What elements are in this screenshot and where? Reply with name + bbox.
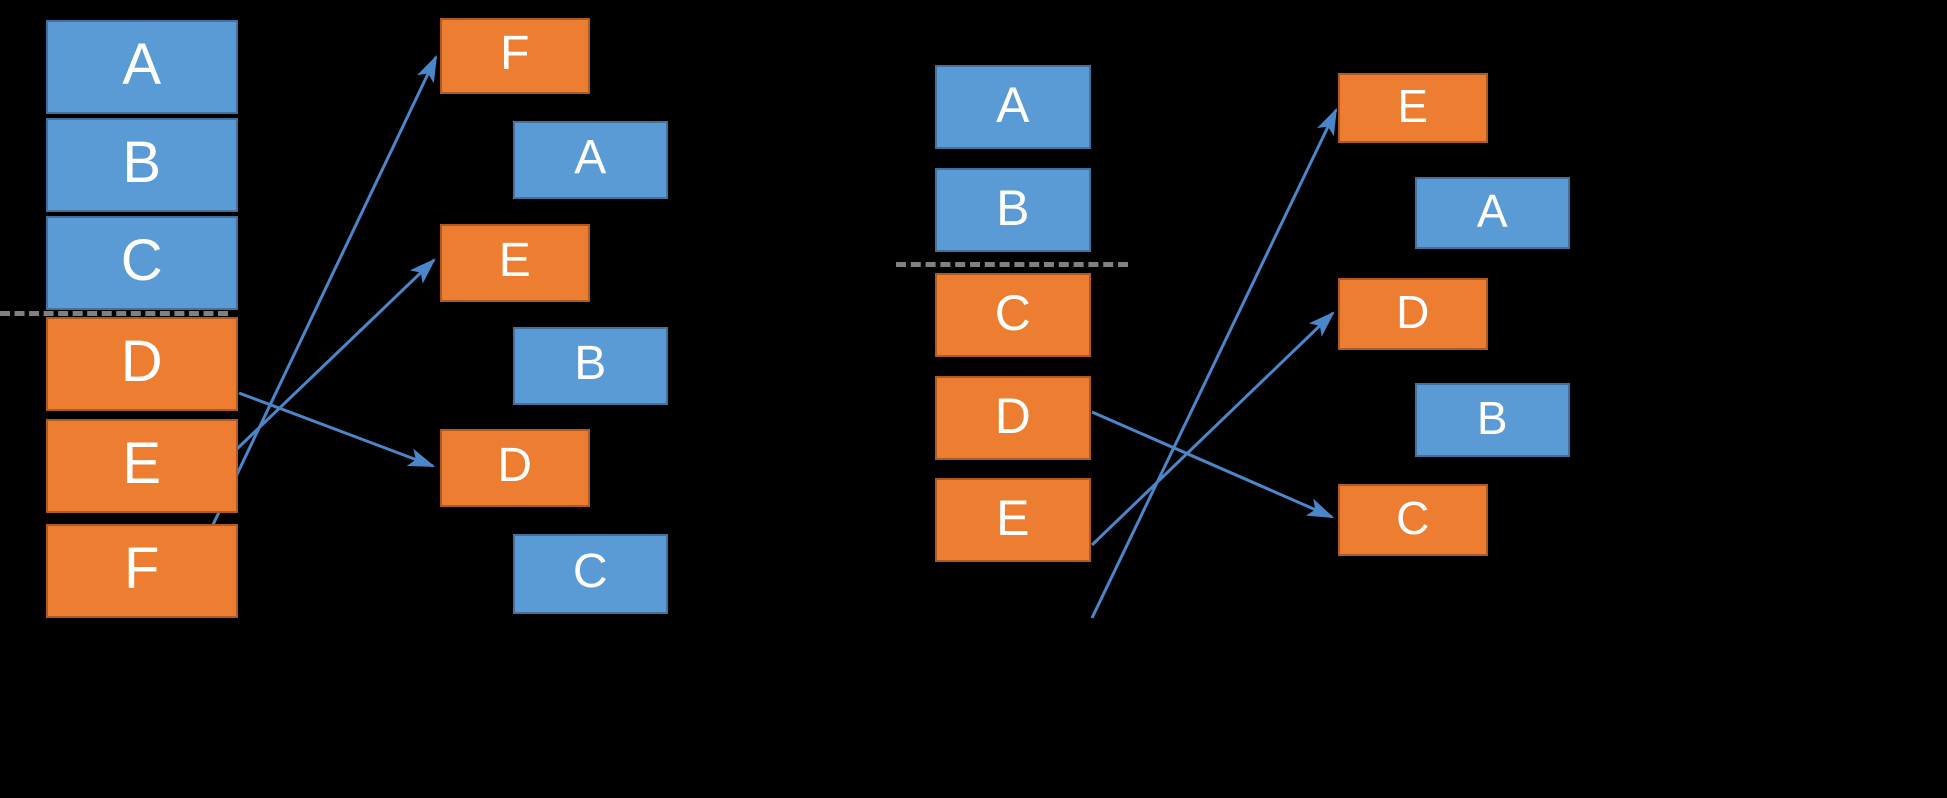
box-label: E bbox=[1397, 80, 1429, 132]
box-label: A bbox=[1476, 185, 1509, 237]
right-diagram-arrow-C-to-C bbox=[1091, 410, 1335, 519]
source-stack-left-box-a[interactable]: A bbox=[46, 20, 238, 114]
right-diagram-arrow-D-to-D bbox=[1090, 311, 1335, 547]
source-stack-right-box-e[interactable]: E bbox=[935, 478, 1091, 562]
box-label: B bbox=[996, 180, 1030, 236]
box-label: A bbox=[574, 131, 607, 184]
right-diagram-arrow-E-to-E bbox=[1090, 107, 1338, 619]
box-label: E bbox=[122, 431, 162, 496]
target-stack-left-box-a[interactable]: A bbox=[513, 121, 668, 199]
target-stack-left-box-b[interactable]: B bbox=[513, 327, 668, 405]
box-label: E bbox=[498, 234, 532, 287]
box-label: C bbox=[1396, 492, 1430, 544]
source-stack-left-box-e[interactable]: E bbox=[46, 419, 238, 513]
box-label: B bbox=[574, 337, 607, 390]
box-label: F bbox=[124, 536, 160, 601]
left-diagram-arrow-D-to-D bbox=[238, 391, 436, 468]
source-stack-right-box-c[interactable]: C bbox=[935, 273, 1091, 357]
source-stack-left-box-b[interactable]: B bbox=[46, 118, 238, 212]
dashed-divider-left bbox=[0, 311, 228, 316]
target-stack-right-box-e[interactable]: E bbox=[1338, 73, 1488, 143]
box-label: C bbox=[120, 228, 164, 293]
target-stack-right-box-b[interactable]: B bbox=[1415, 383, 1570, 457]
target-stack-right-box-d[interactable]: D bbox=[1338, 278, 1488, 350]
box-label: F bbox=[500, 27, 530, 80]
box-label: A bbox=[996, 77, 1030, 133]
target-stack-left-box-c[interactable]: C bbox=[513, 534, 668, 614]
source-stack-left-box-c[interactable]: C bbox=[46, 216, 238, 310]
source-stack-right-box-b[interactable]: B bbox=[935, 168, 1091, 252]
source-stack-left-box-f[interactable]: F bbox=[46, 524, 238, 618]
source-stack-right-box-d[interactable]: D bbox=[935, 376, 1091, 460]
box-label: D bbox=[120, 329, 164, 394]
source-stack-left-box-d[interactable]: D bbox=[46, 317, 238, 411]
dashed-divider-right bbox=[896, 262, 1128, 267]
target-stack-left-box-d[interactable]: D bbox=[440, 429, 590, 507]
source-stack-right-box-a[interactable]: A bbox=[935, 65, 1091, 149]
box-label: E bbox=[996, 490, 1030, 546]
box-label: B bbox=[122, 130, 162, 195]
box-label: A bbox=[122, 32, 162, 97]
box-label: C bbox=[994, 285, 1032, 341]
box-label: D bbox=[1396, 286, 1430, 338]
target-stack-left-box-f[interactable]: F bbox=[440, 18, 590, 94]
box-label: B bbox=[1476, 392, 1509, 444]
box-label: C bbox=[572, 545, 609, 598]
target-stack-right-box-a[interactable]: A bbox=[1415, 177, 1570, 249]
box-label: D bbox=[994, 388, 1032, 444]
box-label: D bbox=[497, 439, 533, 492]
target-stack-right-box-c[interactable]: C bbox=[1338, 484, 1488, 556]
target-stack-left-box-e[interactable]: E bbox=[440, 224, 590, 302]
